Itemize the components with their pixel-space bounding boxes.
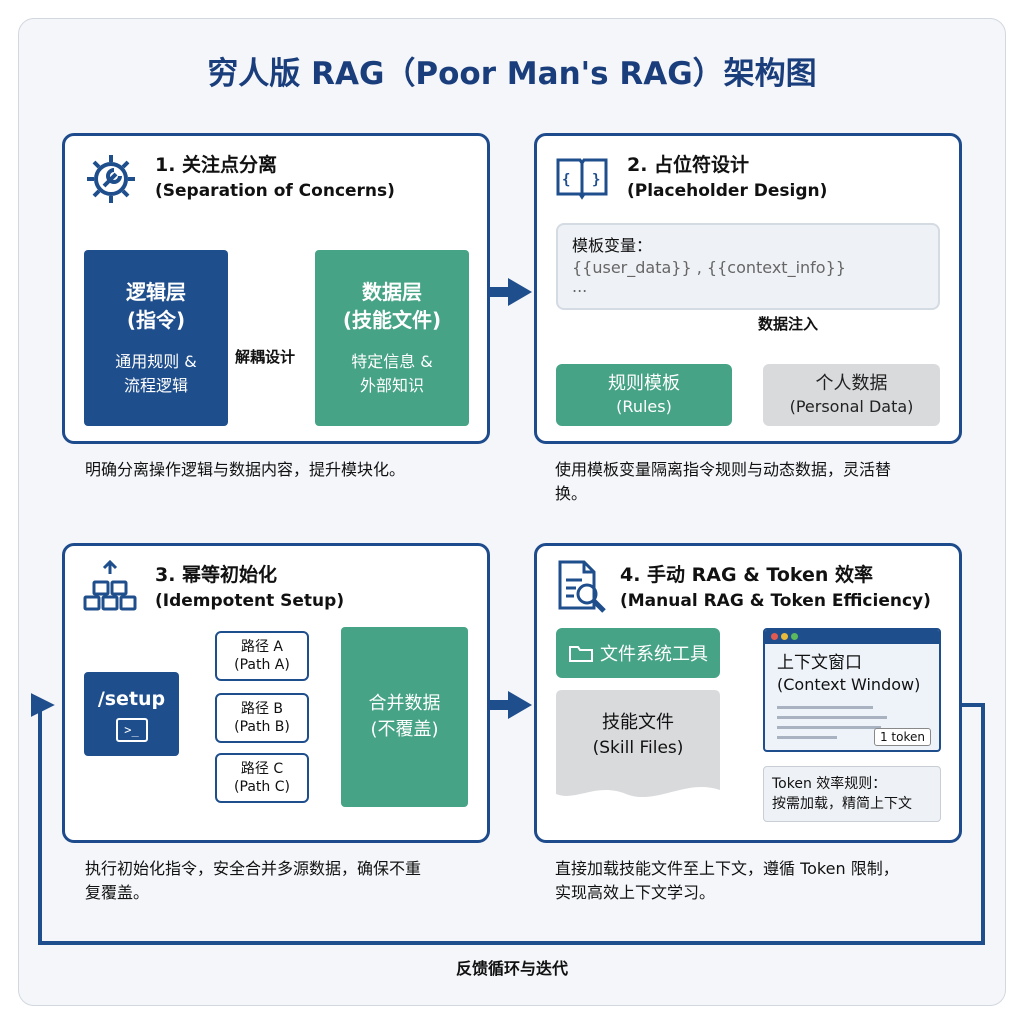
panel4-caption-line2: 实现高效上下文学习。 — [555, 883, 716, 902]
file-system-tool-box: 文件系统工具 — [556, 628, 720, 678]
logic-layer-desc1: 通用规则 & — [115, 352, 197, 371]
rules-template-box: 规则模板 (Rules) — [556, 364, 732, 426]
path-b-box: 路径 B (Path B) — [215, 693, 309, 743]
panel4-caption: 直接加载技能文件至上下文，遵循 Token 限制， 实现高效上下文学习。 — [555, 857, 899, 905]
merge-data-box: 合并数据 (不覆盖) — [341, 627, 468, 807]
svg-text:{: { — [562, 172, 570, 188]
template-vars: {{user_data}} , {{context_info}} — [572, 258, 846, 277]
personal-data-title: 个人数据 — [815, 373, 888, 394]
path-c-box: 路径 C (Path C) — [215, 753, 309, 803]
decouple-label: 解耦设计 — [234, 346, 297, 367]
personal-data-subtitle: (Personal Data) — [789, 397, 914, 416]
gear-wrench-icon — [87, 155, 135, 203]
token-badge: 1 token — [873, 728, 931, 746]
logic-layer-title: 逻辑层 — [126, 280, 186, 304]
book-braces-icon: { } — [556, 158, 608, 200]
panel4-title-cn: 4. 手动 RAG & Token 效率 — [620, 564, 874, 586]
skill-files-subtitle: (Skill Files) — [592, 738, 684, 758]
data-layer-desc1: 特定信息 & — [351, 352, 433, 371]
arrow-panel1-to-panel2 — [490, 278, 532, 306]
path-c-cn: 路径 C — [240, 761, 284, 777]
window-dot-green — [791, 633, 798, 640]
panel2-caption-line1: 使用模板变量隔离指令规则与动态数据，灵活替 — [555, 460, 892, 479]
panel3-caption-line1: 执行初始化指令，安全合并多源数据，确保不重 — [85, 859, 422, 878]
panel2-title: 2. 占位符设计 (Placeholder Design) — [627, 152, 827, 204]
template-variables-box: 模板变量： {{user_data}} , {{context_info}} .… — [556, 223, 940, 310]
context-window: 上下文窗口 (Context Window) 1 token — [763, 628, 941, 752]
context-window-titlebar — [765, 630, 939, 644]
file-system-tool-label: 文件系统工具 — [600, 644, 708, 665]
panel3-caption: 执行初始化指令，安全合并多源数据，确保不重 复覆盖。 — [85, 857, 421, 905]
panel1-title: 1. 关注点分离 (Separation of Concerns) — [155, 152, 395, 204]
path-b-cn: 路径 B — [240, 701, 284, 717]
skill-files-shape — [556, 690, 720, 798]
panel2-title-en: (Placeholder Design) — [627, 181, 828, 201]
panel4-caption-line1: 直接加载技能文件至上下文，遵循 Token 限制， — [555, 859, 899, 878]
panel3-title-cn: 3. 幂等初始化 — [155, 564, 278, 586]
data-layer-title: 数据层 — [362, 280, 422, 304]
path-a-cn: 路径 A — [240, 639, 284, 655]
logic-layer-box: 逻辑层 (指令) 通用规则 & 流程逻辑 — [84, 250, 228, 426]
merge-data-title: 合并数据 — [368, 693, 441, 714]
arrow-panel3-to-panel4 — [490, 691, 532, 719]
setup-command-label: /setup — [97, 688, 166, 710]
panel4-title-en: (Manual RAG & Token Efficiency) — [620, 591, 931, 611]
data-layer-subtitle: (技能文件) — [342, 308, 442, 332]
skill-files-title: 技能文件 — [602, 712, 674, 733]
path-b-en: (Path B) — [234, 719, 290, 735]
personal-data-box: 个人数据 (Personal Data) — [763, 364, 940, 426]
data-layer-box: 数据层 (技能文件) 特定信息 & 外部知识 — [315, 250, 469, 426]
page-title: 穷人版 RAG（Poor Man's RAG）架构图 — [207, 56, 817, 92]
data-layer-desc2: 外部知识 — [359, 376, 424, 395]
context-window-subtitle: (Context Window) — [777, 675, 921, 694]
rules-template-title: 规则模板 — [608, 373, 680, 394]
svg-text:}: } — [592, 172, 600, 188]
context-window-title: 上下文窗口 — [777, 653, 862, 673]
stacked-blocks-icon — [83, 560, 137, 611]
panel3-title-en: (Idempotent Setup) — [155, 591, 345, 611]
feedback-loop-line — [30, 693, 985, 945]
rules-template-subtitle: (Rules) — [616, 397, 672, 416]
merge-data-subtitle: (不覆盖) — [370, 719, 439, 740]
folder-icon — [569, 646, 593, 662]
skill-files-label: 技能文件 (Skill Files) — [556, 710, 720, 760]
panel4-title: 4. 手动 RAG & Token 效率 (Manual RAG & Token… — [620, 562, 931, 614]
template-label: 模板变量： — [572, 236, 653, 255]
panel2-caption: 使用模板变量隔离指令规则与动态数据，灵活替 换。 — [555, 458, 891, 506]
context-line — [777, 706, 873, 709]
token-rule-line2: 按需加载，精简上下文 — [772, 796, 912, 812]
panel1-title-en: (Separation of Concerns) — [155, 181, 395, 201]
logic-layer-desc2: 流程逻辑 — [123, 376, 188, 395]
token-rule-note: Token 效率规则： 按需加载，精简上下文 — [763, 766, 941, 822]
logic-layer-subtitle: (指令) — [126, 308, 186, 332]
window-dot-yellow — [781, 633, 788, 640]
path-c-en: (Path C) — [234, 779, 290, 795]
panel3-title: 3. 幂等初始化 (Idempotent Setup) — [155, 562, 344, 614]
panel3-caption-line2: 复覆盖。 — [85, 883, 150, 902]
panel2-title-cn: 2. 占位符设计 — [627, 154, 750, 176]
token-rule-line1: Token 效率规则： — [772, 776, 887, 792]
feedback-loop-label: 反馈循环与迭代 — [455, 959, 568, 978]
inject-label: 数据注入 — [758, 315, 819, 333]
window-dot-red — [771, 633, 778, 640]
panel1-caption: 明确分离操作逻辑与数据内容，提升模块化。 — [85, 460, 406, 479]
context-line — [777, 736, 837, 739]
panel2-caption-line2: 换。 — [555, 484, 588, 503]
setup-command-box: /setup >_ — [84, 672, 179, 756]
context-line — [777, 726, 881, 729]
path-a-en: (Path A) — [234, 657, 290, 673]
path-a-box: 路径 A (Path A) — [215, 631, 309, 681]
document-search-icon — [558, 560, 606, 613]
panel1-title-cn: 1. 关注点分离 — [155, 154, 278, 176]
template-more: ... — [572, 277, 588, 296]
context-line — [777, 716, 887, 719]
terminal-icon: >_ — [115, 718, 148, 742]
